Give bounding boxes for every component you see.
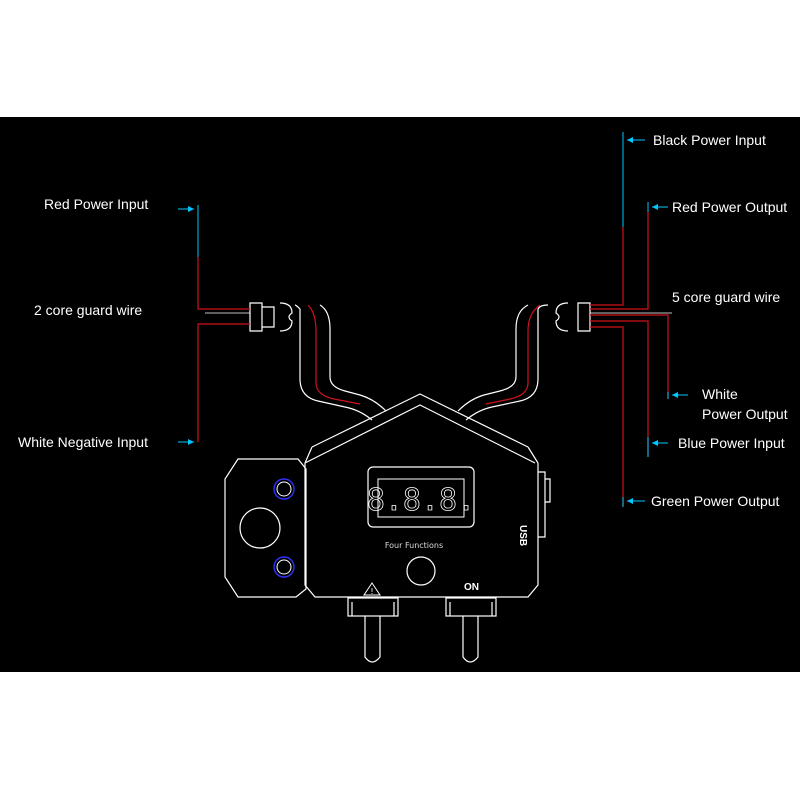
svg-text:!: ! <box>370 587 373 596</box>
wiring-diagram: 8.8.8. Four Functions ! ON USB Red Power… <box>18 132 788 663</box>
bottom-screw-ring <box>273 556 295 578</box>
function-button[interactable] <box>406 556 436 586</box>
left-post <box>347 597 399 663</box>
diagram-canvas: 8.8.8. Four Functions ! ON USB Red Power… <box>0 117 800 672</box>
warning-icon: ! <box>363 582 381 596</box>
label-white-power-output-1: White <box>702 386 738 402</box>
label-black-power-input: Black Power Input <box>653 132 766 148</box>
right-post[interactable] <box>445 597 497 663</box>
usb-label: USB <box>517 525 528 546</box>
label-white-power-output-2: Power Output <box>702 406 788 422</box>
function-label: Four Functions <box>385 541 443 550</box>
display-window: 8.8.8. <box>366 466 476 528</box>
seven-segment-digits: 8.8.8. <box>367 483 475 518</box>
leader-lines <box>178 132 688 507</box>
left-cable <box>197 257 387 442</box>
label-blue-power-input: Blue Power Input <box>678 435 785 451</box>
leader-arrowheads <box>188 137 678 504</box>
label-green-power-output: Green Power Output <box>651 493 780 509</box>
device-body <box>224 393 551 598</box>
label-five-core-guard-wire: 5 core guard wire <box>672 289 780 305</box>
knob-port <box>239 507 281 549</box>
label-two-core-guard-wire: 2 core guard wire <box>34 302 142 318</box>
label-red-power-input: Red Power Input <box>44 196 148 212</box>
right-cable <box>457 212 672 507</box>
label-red-power-output: Red Power Output <box>672 199 787 215</box>
label-white-negative-input: White Negative Input <box>18 434 148 450</box>
on-label: ON <box>464 582 479 593</box>
top-screw-ring <box>273 478 295 500</box>
left-plate-controls <box>239 478 295 578</box>
